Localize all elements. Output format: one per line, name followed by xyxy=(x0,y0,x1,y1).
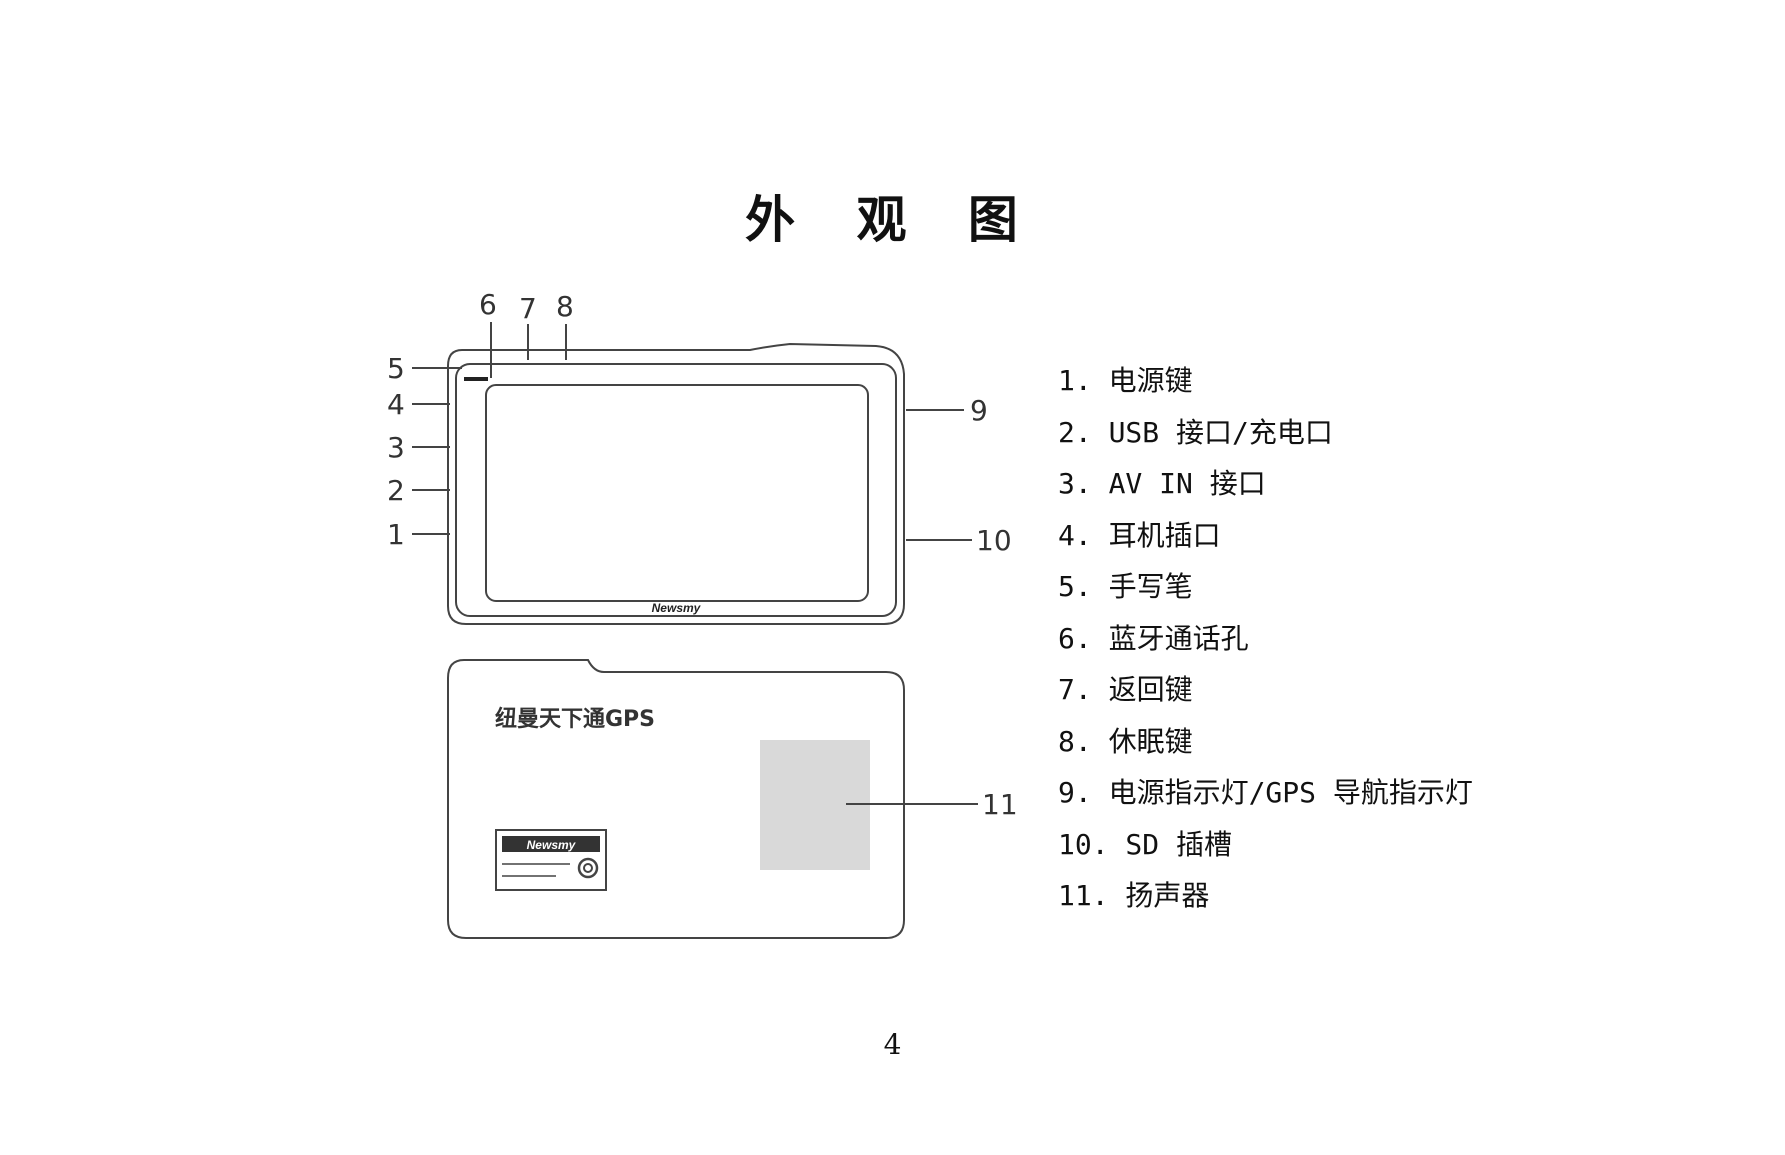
legend-item: 5. 手写笔 xyxy=(1058,570,1193,603)
device-screen xyxy=(485,384,869,602)
callout-1: 1 xyxy=(387,518,405,551)
legend-item: 4. 耳机插口 xyxy=(1058,518,1221,552)
callout-9: 9 xyxy=(970,394,988,427)
callout-5: 5 xyxy=(387,352,405,385)
callout-7: 7 xyxy=(519,292,537,325)
legend-item: 7. 返回键 xyxy=(1058,673,1193,706)
legend-item: 8. 休眠键 xyxy=(1058,724,1193,758)
device-front-body xyxy=(447,342,905,625)
legend-item: 3. AV IN 接口 xyxy=(1058,467,1266,500)
callout-4: 4 xyxy=(387,388,405,421)
legend-item: 2. USB 接口/充电口 xyxy=(1058,415,1333,449)
device-back-body xyxy=(447,659,905,939)
callout-11: 11 xyxy=(982,788,1018,821)
legend-item: 9. 电源指示灯/GPS 导航指示灯 xyxy=(1058,776,1473,809)
back-logo: 纽曼天下通GPS xyxy=(495,706,655,732)
callout-10: 10 xyxy=(976,524,1012,557)
callout-8: 8 xyxy=(556,290,574,323)
label-brand: Newsmy xyxy=(527,838,577,852)
back-label xyxy=(495,829,607,891)
page-title: 外 观 图 xyxy=(745,190,1040,249)
front-brand-logo: Newsmy xyxy=(652,601,702,615)
device-front-bezel xyxy=(455,363,897,617)
callout-2: 2 xyxy=(387,474,405,507)
legend-item: 6. 蓝牙通话孔 xyxy=(1058,621,1249,655)
callout-6: 6 xyxy=(479,288,497,321)
parts-legend: 1. 电源键 2. USB 接口/充电口 3. AV IN 接口 4. 耳机插口… xyxy=(1058,355,1473,922)
legend-item: 11. 扬声器 xyxy=(1058,879,1210,912)
callout-3: 3 xyxy=(387,431,405,464)
legend-item: 10. SD 插槽 xyxy=(1058,827,1233,861)
legend-item: 1. 电源键 xyxy=(1058,364,1193,397)
page-number: 4 xyxy=(883,1028,902,1061)
